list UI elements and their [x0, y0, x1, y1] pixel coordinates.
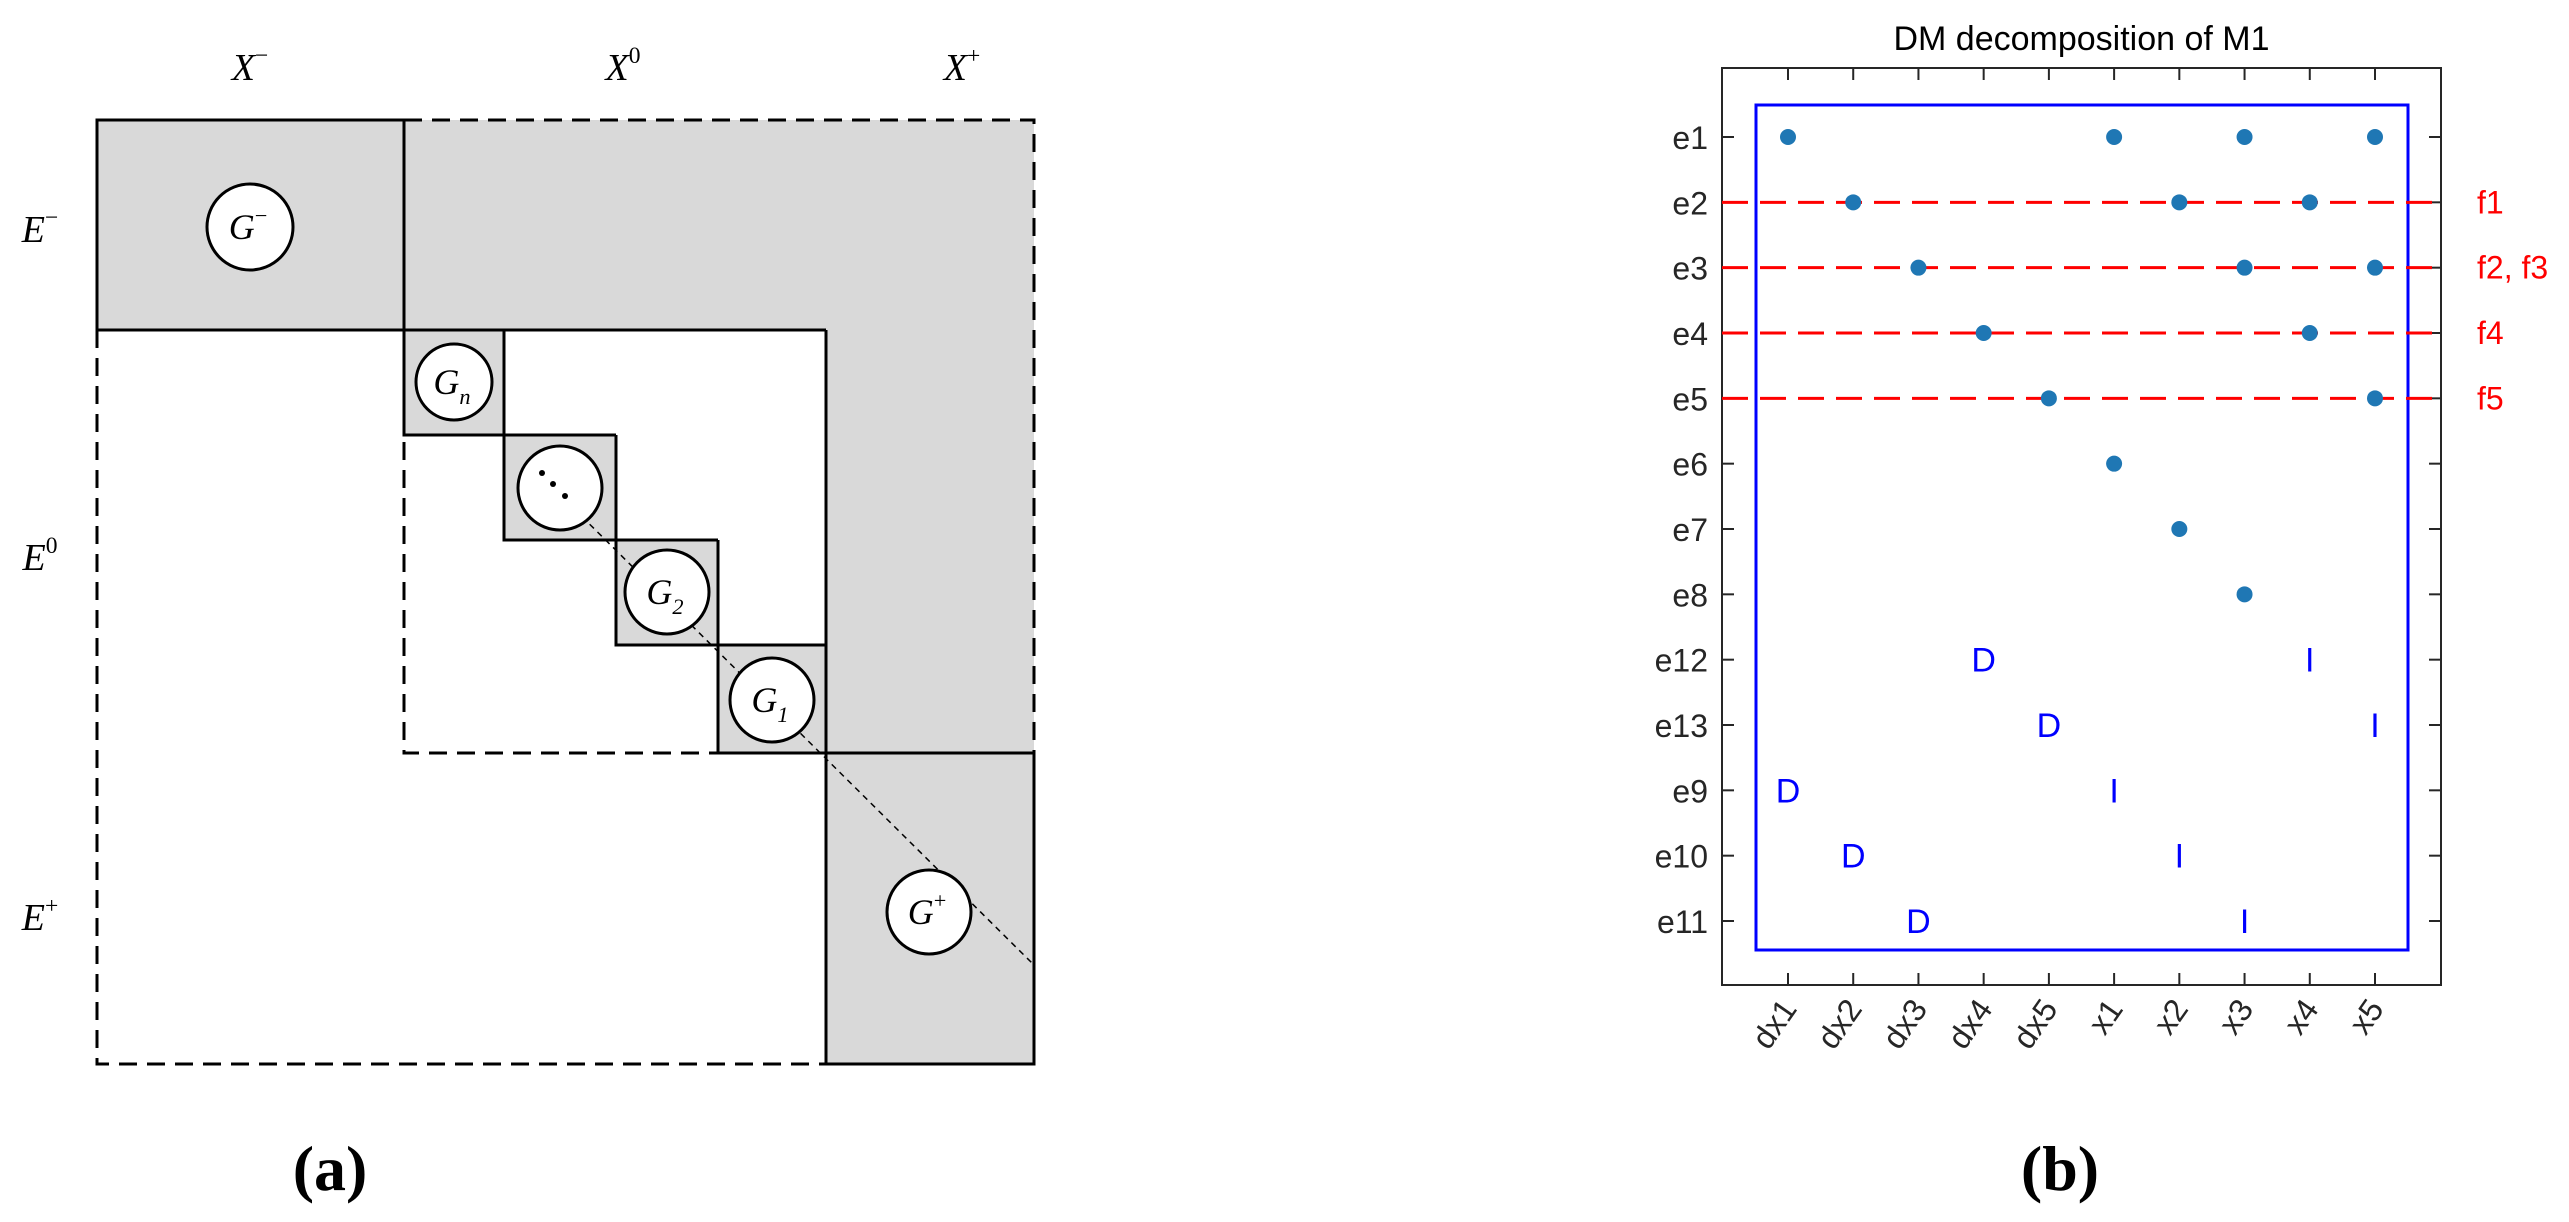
axes-frame	[1721, 67, 2442, 986]
marker-D-dx5-e13: D	[2037, 707, 2062, 745]
block-circle-4	[728, 656, 816, 744]
x-tick-label-x4: x4	[2277, 992, 2326, 1040]
data-point-x2-e2	[2171, 194, 2188, 211]
data-point-x1-e1	[2106, 129, 2123, 145]
block-circle-1	[414, 342, 494, 422]
y-tick-label-e9: e9	[1672, 773, 1708, 809]
y-tick-label-e5: e5	[1672, 381, 1708, 417]
data-point-x3-e3	[2236, 259, 2253, 276]
x-tick-label-dx2: dx2	[1810, 992, 1869, 1055]
data-point-dx5-e5	[2040, 390, 2057, 407]
data-point-dx4-e4	[1975, 325, 1992, 341]
panel-b-chart: DM decomposition of M1 e1 e2 e3 e4 e5 e6 e7 e8 e1…	[1655, 20, 2549, 1055]
outer-dashed-bottom-left	[95, 330, 826, 1066]
panel-b-caption: (b)	[2021, 1133, 2099, 1204]
col-label-1: X0	[604, 43, 641, 89]
axis-labels: X− X0 X+ E− E0E+	[21, 43, 981, 939]
x-tick-label-dx5: dx5	[2006, 992, 2065, 1055]
g-minus-border	[95, 118, 406, 330]
y-tick-label-e2: e2	[1672, 185, 1708, 221]
block-label-4: G1	[751, 680, 788, 727]
y-tick-label-e10: e10	[1655, 839, 1708, 875]
x-tick-label-dx1: dx1	[1745, 992, 1804, 1055]
x-tick-label-x2: x2	[2146, 992, 2195, 1040]
panel-a-caption: (a)	[293, 1133, 368, 1204]
x-tick-label-dx3: dx3	[1875, 992, 1934, 1055]
fault-label-e5: f5	[2477, 380, 2504, 416]
data-point-x1-e6	[2106, 455, 2123, 472]
y-tick-label-e4: e4	[1672, 316, 1708, 352]
data-point-x2-e7	[2171, 521, 2188, 537]
fault-label-e2: f1	[2477, 184, 2504, 220]
marker-I-x1-e9: I	[2109, 772, 2118, 810]
data-point-x3-e8	[2236, 586, 2253, 603]
y-tick-label-e3: e3	[1672, 251, 1708, 287]
block-label-0: G−	[229, 203, 268, 247]
x-tick-label-dx4: dx4	[1940, 992, 1999, 1055]
chart-title: DM decomposition of M1	[1893, 20, 2269, 58]
upper-right-region	[404, 120, 1034, 753]
row-label-1: E0	[22, 533, 58, 579]
block-label-3: G2	[646, 572, 683, 619]
y-tick-label-e12: e12	[1655, 643, 1708, 679]
staircase-inner	[404, 330, 826, 647]
ellipsis-dot-2	[562, 493, 568, 499]
data-point-dx2-e2	[1845, 194, 1862, 211]
inner-dashed-left-bottom	[402, 330, 718, 755]
block-circle-2	[516, 444, 604, 532]
data-point-x3-e1	[2236, 129, 2253, 145]
marker-I-x2-e10: I	[2175, 838, 2184, 876]
data-point-x5-e1	[2367, 129, 2383, 145]
y-tick-label-e1: e1	[1672, 120, 1708, 156]
x-tick-label-x1: x1	[2081, 992, 2130, 1040]
fault-label-e4: f4	[2477, 315, 2504, 351]
marker-D-dx3-e11: D	[1906, 903, 1931, 941]
data-point-x4-e2	[2301, 194, 2318, 211]
data-point-x5-e3	[2367, 259, 2383, 276]
marker-D-dx4-e12: D	[1971, 642, 1996, 680]
block-label-5: G+	[908, 888, 947, 932]
col-label-2: X+	[942, 43, 981, 89]
y-tick-label-e7: e7	[1672, 512, 1708, 548]
block-circle-3	[623, 548, 711, 636]
partition-lines	[95, 118, 1036, 1066]
x-tick-label-x5: x5	[2342, 992, 2391, 1040]
outer-dashed-top-right	[404, 118, 1036, 753]
ellipsis-dot-0	[539, 470, 545, 476]
g-plus-border	[824, 751, 1036, 1066]
y-tick-label-e11: e11	[1657, 904, 1708, 940]
y-tick-label-e13: e13	[1655, 708, 1708, 744]
marker-I-x5-e13: I	[2370, 707, 2379, 745]
block-circle-0	[205, 182, 295, 272]
row-label-2: E+	[21, 893, 59, 939]
x-tick-label-x3: x3	[2211, 992, 2260, 1040]
col-label-0: X−	[230, 43, 269, 89]
ellipsis-dot-1	[550, 481, 556, 487]
decomposition-frame	[1754, 103, 2410, 952]
block-label-1: Gn	[433, 362, 470, 409]
data-point-dx1-e1	[1780, 129, 1796, 145]
marker-I-x3-e11: I	[2240, 903, 2249, 941]
marker-I-x4-e12: I	[2305, 642, 2314, 680]
data-point-x5-e5	[2367, 390, 2383, 407]
y-tick-label-e6: e6	[1672, 447, 1708, 483]
row-label-0: E−	[21, 205, 59, 251]
y-tick-label-e8: e8	[1672, 577, 1708, 613]
marker-D-dx1-e9: D	[1776, 772, 1801, 810]
data-point-x4-e4	[2301, 325, 2318, 341]
data-point-dx3-e3	[1910, 259, 1927, 276]
block-circle-5	[885, 868, 973, 956]
fault-label-e3: f2, f3	[2477, 250, 2548, 286]
marker-D-dx2-e10: D	[1841, 838, 1866, 876]
